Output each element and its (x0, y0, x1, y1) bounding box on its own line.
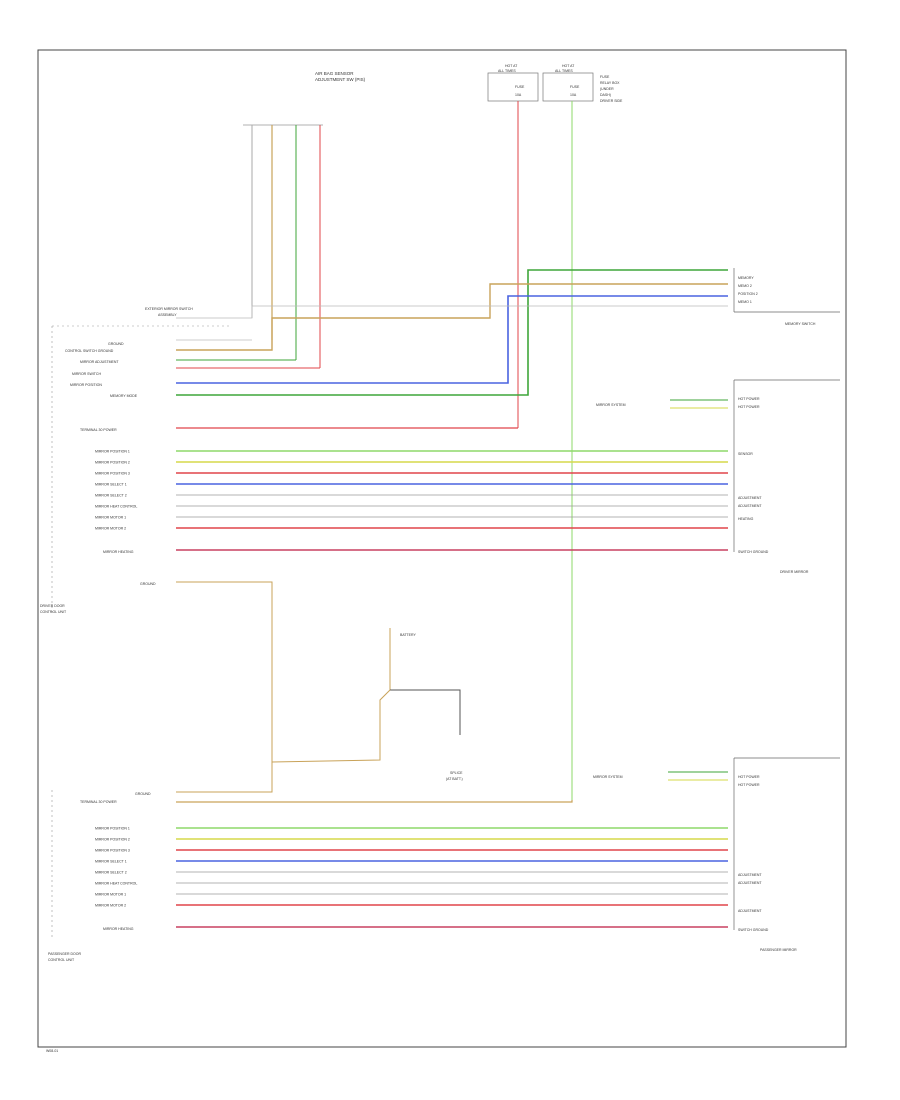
fuse-left: HOT AT ALL TIMES FUSE 10A (487, 64, 539, 102)
driver-bus: MIRROR POSITION 1 MIRROR POSITION 2 MIRROR… (95, 450, 728, 531)
mirror-switch-title-2: ADJUSTMENT SW (PIS) (315, 77, 366, 82)
svg-text:ALL TIMES: ALL TIMES (555, 69, 573, 73)
svg-text:SWITCH GROUND: SWITCH GROUND (738, 550, 769, 554)
bus-wire-label: MIRROR MOTOR 2 (95, 527, 126, 531)
svg-text:MIRROR SYSTEM: MIRROR SYSTEM (596, 403, 626, 407)
svg-text:HOT POWER: HOT POWER (738, 397, 760, 401)
svg-text:ADJUSTMENT: ADJUSTMENT (738, 873, 762, 877)
svg-text:MIRROR SWITCH: MIRROR SWITCH (72, 372, 101, 376)
bus-wire-label: MIRROR SELECT 1 (95, 860, 127, 864)
svg-text:MIRROR POSITION: MIRROR POSITION (70, 383, 102, 387)
bus-wire-label: MIRROR POSITION 2 (95, 461, 130, 465)
svg-text:SPLICE: SPLICE (450, 771, 463, 775)
svg-text:HOT AT: HOT AT (505, 64, 518, 68)
svg-text:SWITCH GROUND: SWITCH GROUND (738, 928, 769, 932)
svg-text:FUSE: FUSE (570, 85, 580, 89)
bus-wire-label: MIRROR POSITION 2 (95, 838, 130, 842)
svg-text:MEMORY SWITCH: MEMORY SWITCH (785, 322, 816, 326)
svg-text:DASH): DASH) (600, 93, 611, 97)
driver-mirror: HOT POWER HOT POWER SENSOR ADJUSTMENT AD… (733, 379, 840, 574)
bus-wire-label: MIRROR SELECT 1 (95, 483, 127, 487)
svg-text:GROUND: GROUND (135, 792, 151, 796)
bus-wire-label: MIRROR POSITION 3 (95, 849, 130, 853)
svg-text:PASSENGER MIRROR: PASSENGER MIRROR (760, 948, 797, 952)
svg-text:ADJUSTMENT: ADJUSTMENT (738, 504, 762, 508)
svg-text:HOT AT: HOT AT (562, 64, 575, 68)
svg-text:MIRROR HEATING: MIRROR HEATING (103, 927, 134, 931)
passenger-bus: MIRROR POSITION 1 MIRROR POSITION 2 MIRROR… (95, 827, 728, 908)
bus-wire-label: MIRROR MOTOR 2 (95, 904, 126, 908)
svg-text:MEMO 1: MEMO 1 (738, 300, 752, 304)
bus-wire-label: MIRROR SELECT 2 (95, 494, 127, 498)
svg-text:HOT POWER: HOT POWER (738, 775, 760, 779)
svg-text:TERMINAL 30 POWER: TERMINAL 30 POWER (80, 428, 117, 432)
svg-text:HOT POWER: HOT POWER (738, 405, 760, 409)
svg-text:SENSOR: SENSOR (738, 452, 753, 456)
svg-text:ADJUSTMENT: ADJUSTMENT (738, 909, 762, 913)
bus-wire-label: MIRROR POSITION 1 (95, 450, 130, 454)
passenger-mirror: HOT POWER HOT POWER ADJUSTMENT ADJUSTMEN… (733, 757, 840, 952)
svg-text:ADJUSTMENT: ADJUSTMENT (738, 496, 762, 500)
svg-text:POSITION 2: POSITION 2 (738, 292, 758, 296)
svg-text:MEMORY MODE: MEMORY MODE (110, 394, 138, 398)
svg-text:FUSE: FUSE (600, 75, 610, 79)
driver-upper-labels: GROUND CONTROL SWITCH GROUND MIRROR ADJU… (65, 342, 138, 432)
svg-text:GROUND: GROUND (108, 342, 124, 346)
svg-text:MIRROR HEATING: MIRROR HEATING (103, 550, 134, 554)
fuse-note: FUSE RELAY BOX (UNDER DASH) DRIVER SIDE (600, 75, 623, 103)
svg-text:CONTROL SWITCH GROUND: CONTROL SWITCH GROUND (65, 349, 114, 353)
svg-text:MIRROR SYSTEM: MIRROR SYSTEM (593, 775, 623, 779)
bus-wire-label: MIRROR HEAT CONTROL (95, 505, 137, 509)
svg-text:DRIVER SIDE: DRIVER SIDE (600, 99, 623, 103)
passenger-control-title-2: CONTROL UNIT (48, 958, 75, 962)
fuse-right: HOT AT ALL TIMES FUSE 10A (542, 64, 594, 102)
bus-wire-label: MIRROR POSITION 3 (95, 472, 130, 476)
driver-control-title-1: DRIVER DOOR (40, 604, 65, 608)
svg-text:MEMO 2: MEMO 2 (738, 284, 752, 288)
splice: BATTERY SPLICE (AT BATT.) (271, 628, 463, 781)
passenger-control-title-1: PASSENGER DOOR (48, 952, 81, 956)
svg-text:MEMORY: MEMORY (738, 276, 754, 280)
svg-text:TERMINAL 30 POWER: TERMINAL 30 POWER (80, 800, 117, 804)
mirror-switch-title-1: AIR BAG SENSOR (315, 71, 354, 76)
bus-wire-label: MIRROR SELECT 2 (95, 871, 127, 875)
svg-text:GROUND: GROUND (140, 582, 156, 586)
bus-wire-label: MIRROR HEAT CONTROL (95, 882, 137, 886)
bus-wire-label: MIRROR POSITION 1 (95, 827, 130, 831)
diagram-frame (37, 49, 847, 1048)
bus-wire-label: MIRROR MOTOR 1 (95, 893, 126, 897)
driver-control-title-2: CONTROL UNIT (40, 610, 67, 614)
svg-text:FUSE: FUSE (515, 85, 525, 89)
svg-text:BATTERY: BATTERY (400, 633, 416, 637)
mirror-switch-top: AIR BAG SENSOR ADJUSTMENT SW (PIS) (243, 71, 366, 368)
exterior-switch-label-1: EXTERIOR MIRROR SWITCH (145, 307, 193, 311)
svg-text:10A: 10A (515, 93, 522, 97)
page-number: W08-01 (46, 1049, 58, 1053)
svg-text:HEATING: HEATING (738, 517, 754, 521)
svg-text:(AT BATT.): (AT BATT.) (446, 777, 463, 781)
svg-text:DRIVER MIRROR: DRIVER MIRROR (780, 570, 809, 574)
memory-switch: MEMORY MEMO 2 POSITION 2 MEMO 1 MEMORY S… (733, 268, 840, 326)
svg-text:ALL TIMES: ALL TIMES (498, 69, 516, 73)
svg-text:RELAY BOX: RELAY BOX (600, 81, 620, 85)
svg-text:HOT POWER: HOT POWER (738, 783, 760, 787)
svg-text:ADJUSTMENT: ADJUSTMENT (738, 881, 762, 885)
svg-text:10A: 10A (570, 93, 577, 97)
svg-text:MIRROR ADJUSTMENT: MIRROR ADJUSTMENT (80, 360, 119, 364)
bus-wire-label: MIRROR MOTOR 1 (95, 516, 126, 520)
exterior-switch-label-2: ASSEMBLY (158, 313, 177, 317)
svg-text:(UNDER: (UNDER (600, 87, 614, 91)
